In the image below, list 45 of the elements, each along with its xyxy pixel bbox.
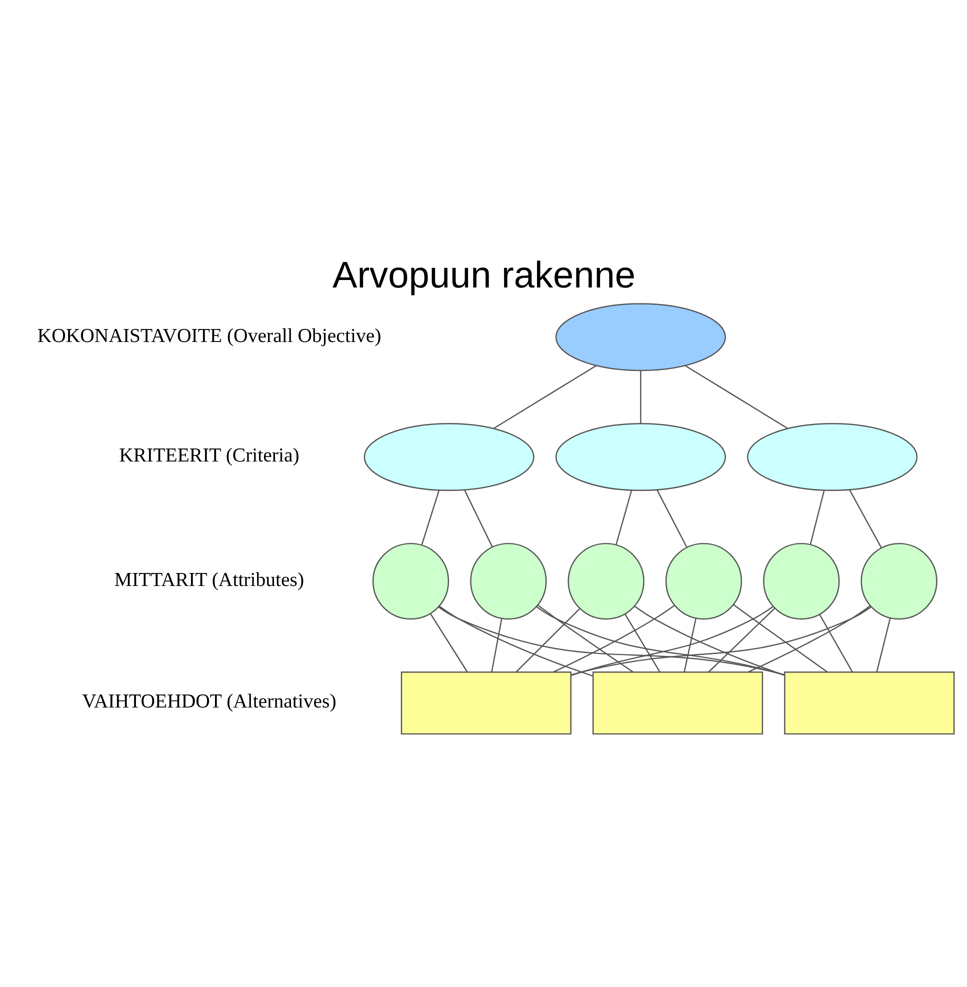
label: VAIHTOEHDOT (Alternatives): [82, 690, 336, 713]
connector: [492, 365, 596, 430]
connector: [684, 365, 788, 430]
connector: [624, 614, 660, 672]
connector: [876, 618, 890, 672]
connector: [438, 606, 784, 676]
connector: [747, 605, 870, 673]
connector: [809, 490, 824, 545]
connector: [634, 606, 784, 676]
node-box: [784, 672, 954, 735]
connector: [656, 490, 687, 548]
connector: [429, 613, 468, 672]
node-circle: [762, 542, 840, 620]
node-ellipse: [554, 423, 726, 492]
connector: [420, 490, 440, 546]
connector: [490, 618, 502, 672]
connector: [463, 490, 492, 548]
label: KRITEERIT (Criteria): [118, 444, 299, 467]
connector: [640, 370, 641, 424]
connector: [536, 606, 784, 676]
node-circle: [470, 542, 546, 620]
connector: [708, 608, 774, 672]
connector: [732, 604, 828, 673]
node-ellipse: [554, 303, 726, 372]
connector: [683, 618, 696, 672]
connector: [615, 490, 632, 545]
node-circle: [860, 542, 937, 620]
node-box: [400, 672, 571, 735]
connector: [570, 606, 871, 676]
connector: [848, 490, 882, 548]
label: MITTARIT (Attributes): [114, 568, 304, 591]
connector: [818, 614, 852, 672]
connector: [552, 604, 674, 673]
connector: [515, 608, 580, 672]
label: KOKONAISTAVOITE (Overall Objective): [36, 324, 381, 347]
node-ellipse: [746, 423, 918, 492]
connector: [536, 604, 633, 673]
connector: [438, 606, 592, 676]
node-circle: [372, 542, 449, 620]
node-ellipse: [363, 423, 534, 492]
node-circle: [567, 542, 644, 620]
node-circle: [664, 542, 742, 620]
connector: [570, 606, 773, 676]
diagram-title: Arvopuun rakenne: [332, 254, 636, 296]
node-box: [592, 672, 763, 735]
